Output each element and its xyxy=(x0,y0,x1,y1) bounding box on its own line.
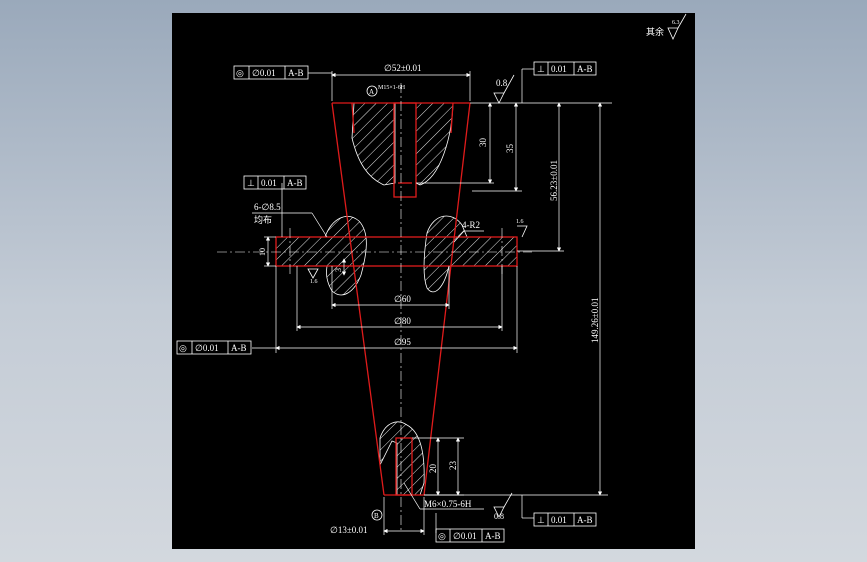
frame-bottom-right-datum: A-B xyxy=(577,515,593,525)
cad-drawing-canvas[interactable]: 其余 6.3 0.8 1.6 1.6 0.8 ◎ ∅0.01 A-B ⊥ 0.0… xyxy=(172,13,695,549)
part-outline xyxy=(275,102,518,496)
frame-top-left-datum: A-B xyxy=(288,68,304,78)
dim-bottom-thread: M6×0.75-6H xyxy=(424,499,472,509)
datum-a-label: A xyxy=(369,88,374,96)
frame-mid-left-datum: A-B xyxy=(287,178,303,188)
flange-roughness: 1.6 xyxy=(310,279,318,285)
dim-top-thread: M15×1-6H xyxy=(378,85,406,91)
frame-bottom-center-symbol: ◎ xyxy=(438,531,446,541)
roughness-symbols xyxy=(307,13,687,518)
dimension-lines xyxy=(252,68,612,535)
dim-depth-30: 30 xyxy=(478,138,488,148)
datum-b-label: B xyxy=(374,512,379,520)
dim-fillet: 4-R2 xyxy=(462,220,480,230)
dim-depth-20: 20 xyxy=(428,464,438,474)
dim-top-diameter: ∅52±0.01 xyxy=(384,63,422,73)
frame-bottom-center-value: ∅0.01 xyxy=(453,531,477,541)
dim-bottom-diameter: ∅13±0.01 xyxy=(330,525,368,535)
dim-depth-35: 35 xyxy=(505,144,515,154)
top-roughness: 0.8 xyxy=(496,78,508,88)
general-roughness-value: 6.3 xyxy=(672,20,680,26)
dim-dia-60: ∅60 xyxy=(394,294,411,304)
dim-total-height: 149.26±0.01 xyxy=(590,298,600,343)
dim-dia-80: ∅80 xyxy=(394,316,411,326)
frame-low-left-value: ∅0.01 xyxy=(195,343,219,353)
dim-height-5623: 56.23±0.01 xyxy=(549,160,559,201)
frame-low-left-symbol: ◎ xyxy=(179,343,187,353)
dim-depth-23: 23 xyxy=(448,461,458,471)
frame-bottom-center-datum: A-B xyxy=(485,531,501,541)
frame-mid-left-value: 0.01 xyxy=(261,178,277,188)
tolerance-frames xyxy=(176,61,597,543)
frame-top-right-value: 0.01 xyxy=(551,64,567,74)
datum-circles xyxy=(366,85,383,521)
dim-holes-line1: 6-∅8.5 xyxy=(254,202,281,212)
frame-top-left-symbol: ◎ xyxy=(236,68,244,78)
frame-top-right-datum: A-B xyxy=(577,64,593,74)
flange-right-roughness: 1.6 xyxy=(516,219,524,225)
dim-holes-line2: 均布 xyxy=(254,214,272,225)
engineering-drawing: 其余 6.3 0.8 1.6 1.6 0.8 ◎ ∅0.01 A-B ⊥ 0.0… xyxy=(176,13,687,543)
frame-top-left-value: ∅0.01 xyxy=(252,68,276,78)
frame-top-right-symbol: ⊥ xyxy=(537,64,545,74)
bottom-roughness: 0.8 xyxy=(494,512,504,521)
frame-mid-left-symbol: ⊥ xyxy=(247,178,255,188)
dim-flange-thk: 10 xyxy=(258,248,267,256)
frame-low-left-datum: A-B xyxy=(231,343,247,353)
dim-dia-95: ∅95 xyxy=(394,337,411,347)
frame-bottom-right-value: 0.01 xyxy=(551,515,567,525)
frame-bottom-right-symbol: ⊥ xyxy=(537,515,545,525)
general-roughness-label: 其余 xyxy=(646,26,664,37)
dim-step-3: 3 xyxy=(334,268,343,272)
